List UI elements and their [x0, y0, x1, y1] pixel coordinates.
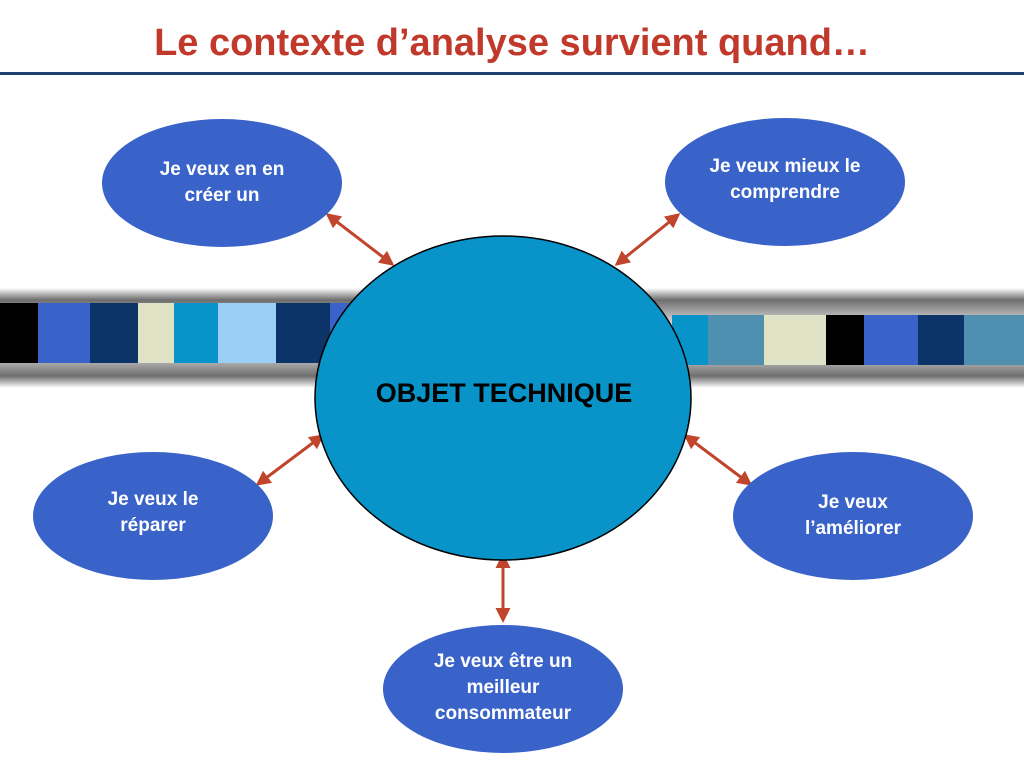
stripe-right-3	[764, 315, 826, 365]
node-consumer-label: Je veux être un meilleur consommateur	[433, 651, 573, 724]
center-node-label: OBJET TECHNIQUE	[375, 378, 633, 408]
node-consumer	[383, 625, 623, 753]
center-node	[314, 235, 692, 561]
stripe-right-2	[708, 315, 764, 365]
title-divider	[0, 72, 1024, 75]
node-understand-label: Je veux mieux le comprendre	[709, 156, 861, 203]
slide-title: Le contexte d’analyse survient quand…	[154, 22, 870, 64]
stripe-left-4	[138, 303, 174, 363]
node-understand	[665, 118, 905, 246]
stripe-left-6	[218, 303, 276, 363]
node-improve-label: Je veux l’améliorer	[804, 492, 902, 539]
arrow-create	[325, 213, 395, 266]
arrow-understand	[614, 213, 681, 266]
node-create	[102, 119, 342, 247]
node-repair	[33, 452, 273, 580]
stripe-left-3	[90, 303, 138, 363]
node-improve	[733, 452, 973, 580]
stripe-right-4	[826, 315, 864, 365]
stripe-right-7	[964, 315, 1024, 365]
stripe-left-1	[0, 303, 38, 363]
stripe-right-5	[864, 315, 918, 365]
stripe-left-7	[276, 303, 330, 363]
node-repair-label: Je veux le réparer	[107, 489, 199, 536]
stripe-left-5	[174, 303, 218, 363]
node-create-label: Je veux en en créer un	[159, 159, 285, 206]
stripe-left-2	[38, 303, 90, 363]
stripe-right-6	[918, 315, 964, 365]
arrow-repair	[255, 434, 325, 486]
arrow-improve	[683, 434, 753, 486]
